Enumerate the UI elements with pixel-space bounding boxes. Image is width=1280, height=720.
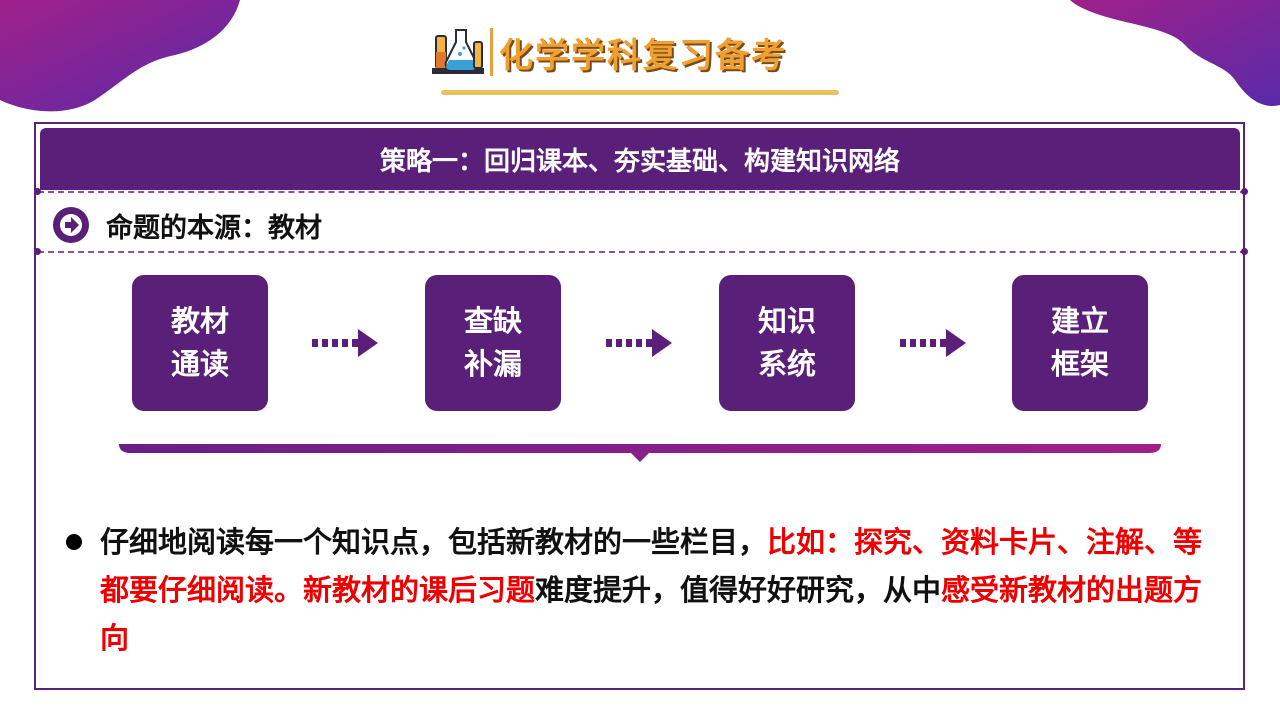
step-line: 框架 (1050, 347, 1109, 381)
divider-dot (1241, 248, 1248, 255)
divider-bottom (38, 251, 1246, 253)
step-line: 通读 (170, 347, 229, 381)
step-line: 知识 (757, 303, 816, 338)
text-segment-emphasis: 比如：探究、资料卡片、注解、等都要仔细阅读。新教材的课后习题 (100, 525, 1203, 607)
divider-top (38, 191, 1246, 193)
page-title: 化学学科复习备考 (499, 35, 787, 76)
source-row: 命题的本源：教材 (52, 203, 322, 247)
strategy-banner: 策略一：回归课本、夯实基础、构建知识网络 (40, 128, 1240, 190)
bullet-icon (66, 534, 82, 550)
dotted-arrow-icon (606, 329, 672, 357)
header-divider (490, 28, 493, 76)
header: 化学学科复习备考 (430, 22, 787, 82)
step-line: 教材 (170, 303, 229, 338)
arrow-circle-icon (53, 207, 89, 243)
source-label: 命题的本源：教材 (106, 212, 322, 244)
title-underline (441, 90, 839, 95)
bracket-divider (119, 444, 1161, 462)
corner-decoration-right (1070, 0, 1280, 106)
divider-dot (1241, 188, 1248, 195)
corner-decoration-left (0, 0, 240, 112)
dotted-arrow-icon (900, 329, 966, 357)
step-line: 补漏 (463, 347, 522, 381)
step-build-framework: 建立 框架 (1012, 275, 1148, 411)
step-fill-gaps: 查缺 补漏 (425, 275, 561, 411)
step-line: 建立 (1050, 303, 1109, 338)
text-segment: 难度提升，值得好好研究，从中 (535, 573, 942, 607)
dotted-arrow-icon (312, 329, 378, 357)
text-segment-emphasis: 感受新教材的出题方向 (100, 573, 1203, 655)
step-line: 查缺 (463, 303, 522, 338)
chemistry-lab-icon (432, 29, 484, 74)
bullet-paragraph: 仔细地阅读每一个知识点，包括新教材的一些栏目，比如：探究、资料卡片、注解、等都要… (100, 518, 1230, 662)
text-segment: 仔细地阅读每一个知识点，包括新教材的一些栏目， (100, 525, 768, 559)
step-knowledge-system: 知识 系统 (719, 275, 855, 411)
divider-dot (34, 188, 41, 195)
step-textbook-reading: 教材 通读 (132, 275, 268, 411)
divider-dot (34, 248, 41, 255)
step-line: 系统 (757, 347, 816, 381)
